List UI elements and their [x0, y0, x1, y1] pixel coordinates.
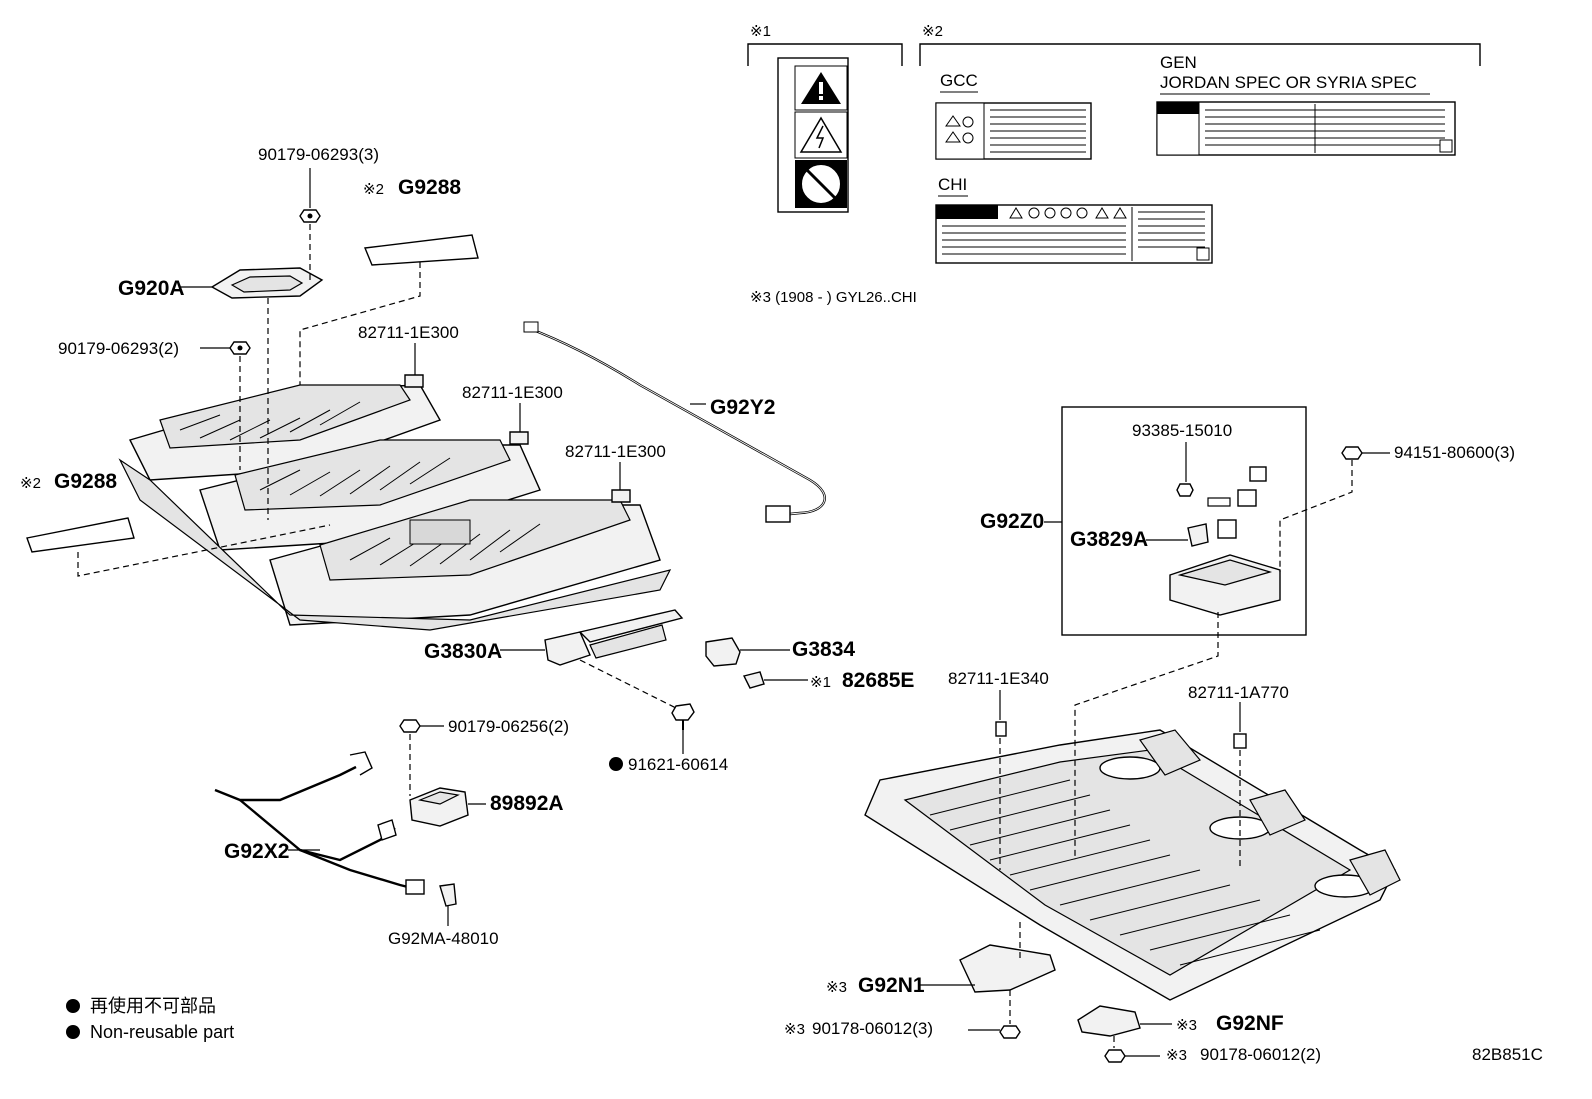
bolt-91621-60614: [671, 703, 695, 730]
high-voltage-icon: [799, 116, 843, 153]
battery-tray: [864, 721, 1401, 1001]
harness-g92x2: [214, 751, 425, 895]
gcc-sticker: [935, 102, 1092, 160]
cover-g920a: [210, 267, 324, 299]
label-g92nf: G92NF: [1216, 1012, 1284, 1035]
gen-label: GEN: [1160, 53, 1197, 72]
label-g9288-left: G9288: [54, 470, 117, 493]
label-g3829a: G3829A: [1070, 528, 1148, 551]
label-strip-g9288-top: [364, 234, 479, 266]
legend: 再使用不可部品 Non-reusable part: [66, 996, 234, 1042]
gen-spec-label: JORDAN SPEC OR SYRIA SPEC: [1160, 73, 1417, 92]
part-g3834: [705, 637, 741, 667]
label-strip-g9288-left: [26, 517, 135, 553]
label-g920a: G920A: [118, 277, 185, 300]
cable-g92y2: [523, 321, 826, 523]
legend-dot-icon-en: [66, 1025, 80, 1039]
gcc-label: GCC: [940, 71, 978, 90]
battery-module-assembly: [118, 374, 672, 631]
label-90179-06293-2: 90179-06293(2): [58, 339, 179, 358]
label-90178-06012-3: 90178-06012(3): [812, 1019, 933, 1038]
part-labels: 90179-06293(3) ※2 G9288 G920A 90179-0629…: [20, 145, 1515, 1064]
chi-sticker: [935, 204, 1213, 264]
part-82685e: [742, 671, 765, 689]
note1-group: ※1: [747, 23, 903, 213]
junction-block-g92z0: [1061, 406, 1307, 636]
legend-en: Non-reusable part: [90, 1022, 234, 1042]
screw-93385-15010: [1176, 483, 1194, 497]
bracket-g92nf: [1077, 1005, 1141, 1037]
ecu-89892a: [409, 787, 469, 827]
label-82685e: 82685E: [842, 669, 914, 692]
label-g92n1: G92N1: [858, 974, 925, 997]
note3-mark-90178-3: ※3: [784, 1021, 805, 1038]
nut-94151-80600-3: [1341, 446, 1363, 460]
detail-box: [1061, 406, 1307, 636]
note3-mark-90178-2: ※3: [1166, 1047, 1187, 1064]
leader-lines: [77, 168, 1390, 1057]
non-reusable-dot-icon: [609, 757, 623, 771]
label-g92x2: G92X2: [224, 840, 289, 863]
warning-label-sticker: [777, 57, 849, 213]
nut-90179-06293-2: [229, 341, 251, 355]
note2-mark-left: ※2: [20, 475, 41, 492]
note3-mark-g92nf: ※3: [1176, 1017, 1197, 1034]
label-g3830a: G3830A: [424, 640, 502, 663]
legend-dot-icon-jp: [66, 999, 80, 1013]
nut-90179-06293-3: [299, 209, 321, 223]
label-g92z0: G92Z0: [980, 510, 1044, 533]
chi-label: CHI: [938, 175, 967, 194]
clip-82711-1e340: [995, 721, 1007, 737]
note2-mark: ※2: [922, 23, 943, 40]
label-90179-06293-3: 90179-06293(3): [258, 145, 379, 164]
legend-jp: 再使用不可部品: [90, 996, 216, 1016]
note3-text: ※3 (1908 - ) GYL26..CHI: [750, 289, 917, 306]
note2-bracket: [919, 43, 1481, 66]
label-90178-06012-2: 90178-06012(2): [1200, 1045, 1321, 1064]
label-g92y2: G92Y2: [710, 396, 775, 419]
label-82711-1e340: 82711-1E340: [948, 669, 1049, 688]
label-82711-1e300-a: 82711-1E300: [358, 323, 459, 342]
label-91621-60614: 91621-60614: [628, 755, 728, 774]
note1-mark: ※1: [750, 23, 771, 40]
diagram-code: 82B851C: [1472, 1045, 1543, 1064]
bolt-90178-06012-2: [1104, 1049, 1126, 1063]
label-g3834: G3834: [792, 638, 855, 661]
label-82711-1a770: 82711-1A770: [1188, 683, 1289, 702]
label-82711-1e300-c: 82711-1E300: [565, 442, 666, 461]
clip-g92ma-48010: [439, 883, 457, 907]
bracket-g92n1: [959, 944, 1056, 993]
note1-mark-82685e: ※1: [810, 674, 831, 691]
label-g92ma-48010: G92MA-48010: [388, 929, 499, 948]
note2-mark-top: ※2: [363, 181, 384, 198]
note2-group: ※2 GCC GEN JORDAN SPEC OR SYRIA SPEC: [750, 23, 1481, 306]
nut-90179-06256-2: [399, 719, 421, 733]
gen-sticker: [1156, 101, 1456, 156]
label-g9288-top: G9288: [398, 176, 461, 199]
label-94151-80600-3: 94151-80600(3): [1394, 443, 1515, 462]
bracket-g3830a: [544, 609, 684, 666]
label-93385-15010: 93385-15010: [1132, 421, 1232, 440]
label-82711-1e300-b: 82711-1E300: [462, 383, 563, 402]
clip-82711-1a770: [1233, 733, 1247, 749]
label-89892a: 89892A: [490, 792, 564, 815]
note3-mark-g92n1: ※3: [826, 979, 847, 996]
bolt-90178-06012-3: [999, 1025, 1021, 1039]
note1-bracket: [747, 43, 903, 66]
label-90179-06256-2: 90179-06256(2): [448, 717, 569, 736]
